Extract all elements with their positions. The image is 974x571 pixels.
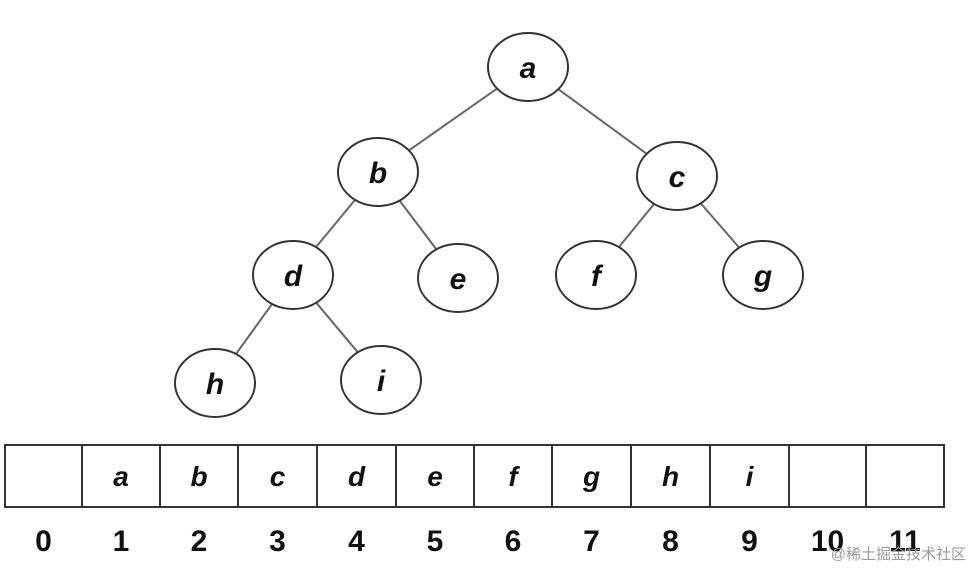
array-cell-5: e	[395, 444, 475, 508]
array-index-1: 1	[113, 525, 130, 558]
array-cell-2: b	[159, 444, 239, 508]
array-cell-7: g	[551, 444, 632, 508]
array-cell-8: h	[630, 444, 711, 508]
array-cell-3: c	[237, 444, 318, 508]
tree-edge-c-f	[618, 203, 655, 248]
array-index-11: 11	[889, 525, 921, 558]
array-cell-box	[788, 444, 867, 508]
array-cell-value: c	[270, 461, 286, 492]
tree-node-circle	[417, 243, 499, 313]
array-cell-11	[865, 444, 945, 508]
tree-edge-d-i	[315, 302, 359, 353]
array-index-7: 7	[583, 525, 600, 558]
array-cell-value: e	[427, 461, 443, 492]
tree-edge-b-d	[315, 199, 356, 248]
tree-edges	[235, 87, 740, 355]
tree-node-e: e	[417, 243, 499, 313]
array-cell-value: h	[662, 461, 679, 492]
tree-node-label: f	[591, 260, 604, 293]
tree-node-h: h	[174, 348, 256, 418]
tree-edge-b-e	[398, 200, 438, 250]
array-cell-9: i	[709, 444, 790, 508]
tree-edge-a-b	[408, 87, 498, 152]
tree-node-i: i	[340, 345, 422, 415]
tree-node-b: b	[337, 137, 419, 207]
array-cell-4: d	[316, 444, 397, 508]
array-cell-6: f	[473, 444, 553, 508]
tree-node-d: d	[252, 240, 334, 310]
tree-node-c: c	[636, 141, 718, 211]
array-cell-box	[709, 444, 790, 508]
array-cell-box	[865, 444, 945, 508]
tree-edge-c-g	[700, 202, 740, 249]
array-cell-value: d	[348, 461, 366, 492]
array-cell-box	[551, 444, 632, 508]
tree-node-circle	[555, 240, 637, 310]
tree-node-circle	[174, 348, 256, 418]
tree-nodes: a b c d e f g h i	[174, 32, 804, 418]
tree-node-label: h	[206, 368, 224, 401]
array-indices: 0 1 2 3 4 5 6 7 8 9 10 11	[35, 525, 921, 558]
tree-node-g: g	[722, 240, 804, 310]
tree-node-circle	[337, 137, 419, 207]
array-index-10: 10	[811, 525, 844, 558]
array-index-0: 0	[35, 525, 52, 558]
array-cell-value: a	[113, 461, 129, 492]
tree-node-label: c	[669, 161, 686, 194]
array-cell-1: a	[81, 444, 161, 508]
array-cell-value: i	[746, 461, 755, 492]
array-index-6: 6	[505, 525, 522, 558]
tree-node-a: a	[487, 32, 569, 102]
array-cells: a b c d e f g h i	[4, 444, 945, 508]
tree-node-label: d	[284, 260, 303, 293]
array-index-8: 8	[662, 525, 679, 558]
array-cell-value: f	[508, 461, 520, 492]
tree-node-circle	[340, 345, 422, 415]
array-cell-0	[4, 444, 83, 508]
array-cell-box	[316, 444, 397, 508]
array-cell-value: g	[582, 461, 600, 492]
array-cell-box	[4, 444, 83, 508]
tree-node-label: g	[753, 260, 772, 293]
tree-node-circle	[722, 240, 804, 310]
array-index-4: 4	[348, 525, 365, 558]
tree-node-f: f	[555, 240, 637, 310]
tree-node-circle	[252, 240, 334, 310]
array-cell-value: b	[190, 461, 207, 492]
tree-node-label: a	[520, 52, 537, 85]
watermark: @稀土掘金技术社区	[831, 546, 966, 563]
tree-node-label: e	[450, 263, 467, 296]
array-cell-10	[788, 444, 867, 508]
array-index-3: 3	[269, 525, 286, 558]
array-index-9: 9	[741, 525, 758, 558]
tree-node-circle	[636, 141, 718, 211]
array-index-2: 2	[191, 525, 208, 558]
tree-edge-a-c	[557, 88, 648, 155]
tree-node-label: b	[369, 157, 387, 190]
array-index-5: 5	[427, 525, 444, 558]
tree-node-label: i	[377, 365, 386, 398]
tree-node-circle	[487, 32, 569, 102]
tree-edge-d-h	[235, 303, 273, 355]
array-cell-box	[473, 444, 553, 508]
array-cell-box	[81, 444, 161, 508]
